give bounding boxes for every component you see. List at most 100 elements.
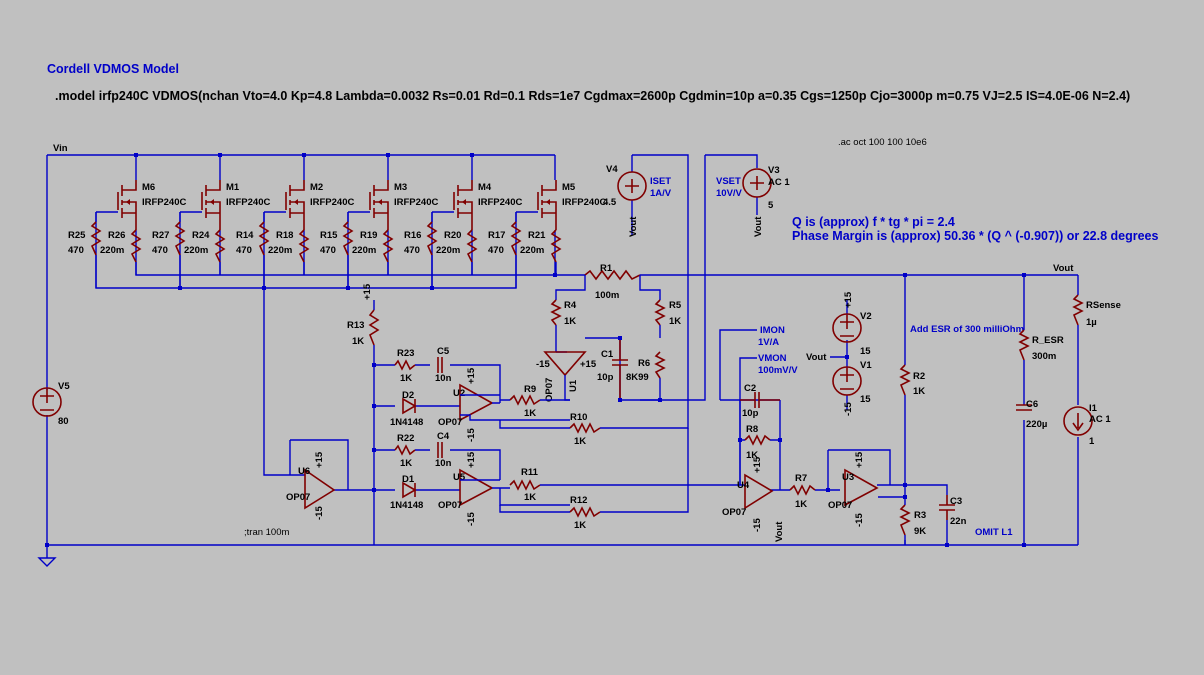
vset-scale: 10V/V [716,188,743,199]
r5-resistor[interactable]: R5 1K [654,299,682,327]
svg-text:R19: R19 [360,230,377,241]
svg-text:1K: 1K [669,316,681,327]
svg-text:1K: 1K [574,436,586,447]
c4-capacitor[interactable]: C4 10n [435,431,452,469]
r12-resistor[interactable]: R12 1K [569,495,601,531]
u3-opamp[interactable]: +15 -15 U3 OP07 [828,451,879,527]
svg-text:M5: M5 [562,182,576,193]
i1-current-source[interactable]: I1 AC 1 1 [1063,403,1111,447]
r7-resistor[interactable]: R7 1K [789,473,816,510]
c1-capacitor[interactable]: C1 10p [597,338,628,400]
r23-resistor[interactable]: R23 1K [394,348,416,384]
q-note: Q is (approx) f * tg * pi = 2.4 [792,215,955,229]
r3-resistor[interactable]: R3 9K [899,504,926,537]
svg-text:1K: 1K [524,408,536,419]
svg-text:R26: R26 [108,230,125,241]
u1-opamp[interactable]: -15 +15 U1 OP07 [536,351,597,402]
svg-text:470: 470 [320,245,336,256]
svg-text:R22: R22 [397,433,414,444]
svg-text:C4: C4 [437,431,450,442]
svg-text:V2: V2 [860,311,872,322]
r22-resistor[interactable]: R22 1K [394,433,416,469]
svg-text:IRFP240C: IRFP240C [394,197,438,208]
r13-supply: +15 [362,283,373,300]
svg-text:M2: M2 [310,182,323,193]
svg-text:R4: R4 [564,300,577,311]
svg-text:1: 1 [1089,436,1095,447]
v1-vout-label: Vout [806,352,827,363]
rsense-resistor[interactable]: RSense 1µ [1072,294,1121,328]
svg-text:1K: 1K [795,499,807,510]
svg-text:470: 470 [236,245,252,256]
svg-text:R21: R21 [528,230,546,241]
v4-source[interactable]: V4 4.5 [603,164,647,208]
v1-source[interactable]: V1 15 [832,360,872,405]
svg-text:+15: +15 [466,367,477,384]
resr-resistor[interactable]: R_ESR 300m [1018,329,1064,362]
svg-text:R3: R3 [914,510,926,521]
r2-resistor[interactable]: R2 1K [899,364,925,397]
iset-scale: 1A/V [650,188,672,199]
svg-text:IRFP240C: IRFP240C [478,197,522,208]
svg-text:8K99: 8K99 [626,372,649,383]
svg-text:R17: R17 [488,230,505,241]
v3-source[interactable]: V3 AC 1 5 [742,165,790,211]
svg-text:OP07: OP07 [828,500,852,511]
svg-text:10n: 10n [435,458,452,469]
svg-text:300m: 300m [1032,351,1056,362]
svg-text:R18: R18 [276,230,293,241]
svg-text:RSense: RSense [1086,300,1121,311]
tran-directive[interactable]: ;tran 100m [244,527,289,538]
svg-text:U3: U3 [842,472,854,483]
svg-text:1µ: 1µ [1086,317,1097,328]
r1-resistor[interactable]: R1 100m [584,263,641,301]
svg-text:R9: R9 [524,384,536,395]
svg-text:V3: V3 [768,165,780,176]
c3-capacitor[interactable]: C3 22n [939,495,967,527]
u4-opamp[interactable]: +15 -15 U4 OP07 [722,456,774,532]
svg-text:IRFP240C: IRFP240C [310,197,354,208]
v5-source[interactable]: V5 80 [32,381,70,427]
ac-directive[interactable]: .ac oct 100 100 10e6 [838,137,927,148]
u6-opamp[interactable]: +15 -15 U6 OP07 [286,451,336,520]
r4-resistor[interactable]: R4 1K [550,299,577,327]
d2-diode[interactable]: D2 1N4148 [390,390,423,428]
svg-text:R14: R14 [236,230,254,241]
svg-text:M1: M1 [226,182,240,193]
r6-resistor[interactable]: R6 8K99 [626,351,666,383]
v2-source[interactable]: V2 15 [832,311,872,357]
r10-resistor[interactable]: R10 1K [569,412,601,447]
svg-text:R24: R24 [192,230,210,241]
svg-text:1K: 1K [352,336,364,347]
r13-resistor[interactable]: R13 1K [347,309,380,347]
svg-text:R13: R13 [347,320,364,331]
svg-text:U2: U2 [453,388,465,399]
svg-text:AC 1: AC 1 [1089,414,1111,425]
svg-text:1K: 1K [564,316,576,327]
c2-capacitor[interactable]: C2 10p [740,383,780,419]
svg-text:D1: D1 [402,474,415,485]
r11-resistor[interactable]: R11 1K [509,467,541,503]
r8-resistor[interactable]: R8 1K [744,424,771,461]
svg-text:80: 80 [58,416,69,427]
svg-text:R23: R23 [397,348,414,359]
gate-rail [95,212,517,289]
model-directive[interactable]: .model irfp240C VDMOS(nchan Vto=4.0 Kp=4… [55,89,1130,103]
svg-text:220m: 220m [352,245,376,256]
c5-capacitor[interactable]: C5 10n [435,346,452,384]
svg-text:+15: +15 [580,359,597,370]
r9-resistor[interactable]: R9 1K [509,384,541,419]
d1-diode[interactable]: D1 1N4148 [390,474,423,511]
u2-opamp[interactable]: +15 -15 U2 OP07 [438,367,494,442]
svg-text:-15: -15 [752,518,763,532]
svg-text:1K: 1K [400,458,412,469]
u5-opamp[interactable]: +15 -15 U5 OP07 [438,451,494,526]
c6-capacitor[interactable]: C6 220µ [1016,399,1047,430]
